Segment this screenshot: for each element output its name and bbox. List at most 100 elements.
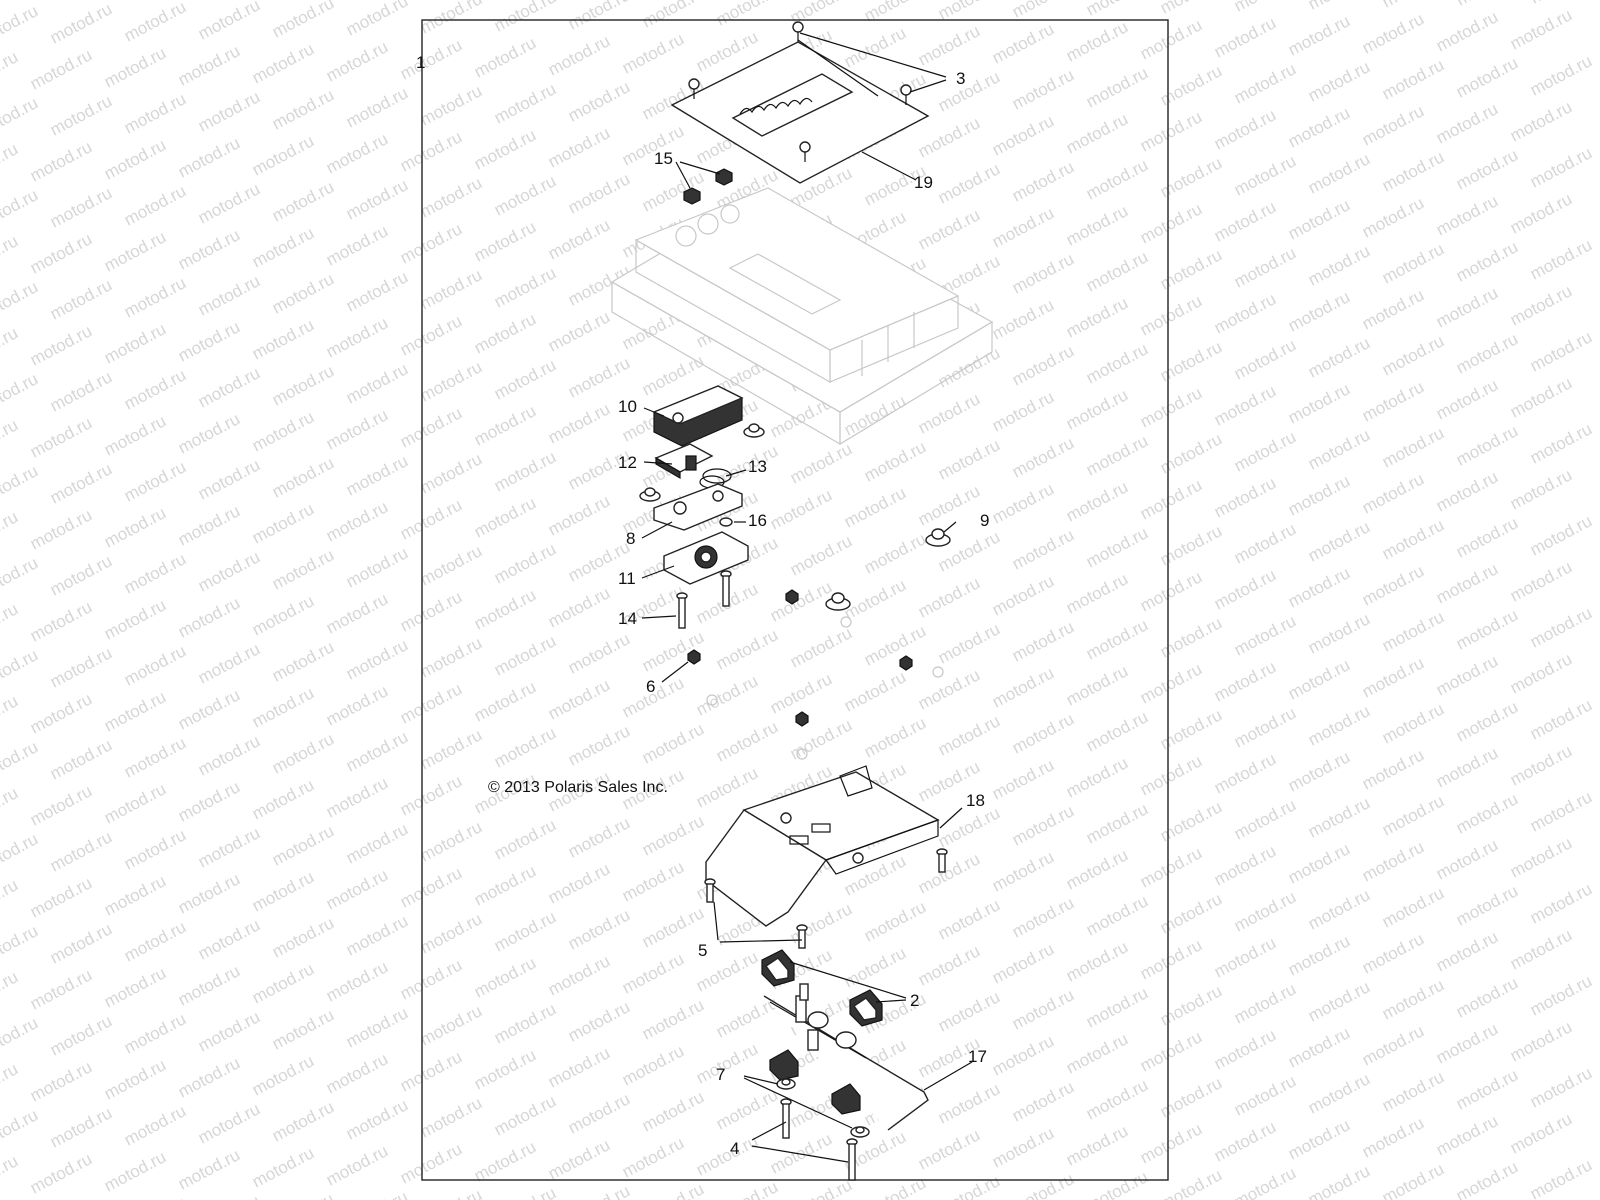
watermark-text: motod.ru bbox=[1157, 1073, 1225, 1121]
watermark-text: motod.ru bbox=[1211, 13, 1279, 61]
watermark-text: motod.ru bbox=[545, 1135, 613, 1183]
watermark-text: motod.ru bbox=[491, 79, 559, 127]
watermark-text: motod.ru bbox=[47, 459, 115, 507]
watermark-text: motod.ru bbox=[1063, 661, 1131, 709]
watermark-text: motod.ru bbox=[767, 1129, 835, 1177]
watermark-text: motod.ru bbox=[693, 763, 761, 811]
watermark-text: motod.ru bbox=[1157, 429, 1225, 477]
watermark-text: motod.ru bbox=[1137, 935, 1205, 983]
watermark-text: motod.ru bbox=[713, 1085, 781, 1133]
watermark-text: motod.ru bbox=[195, 731, 263, 779]
watermark-text: motod.ru bbox=[175, 501, 243, 549]
callout-18: 18 bbox=[966, 791, 985, 810]
watermark-text: motod.ru bbox=[1137, 1119, 1205, 1167]
watermark-text: motod.ru bbox=[1453, 697, 1521, 745]
watermark-text: motod.ru bbox=[101, 503, 169, 551]
watermark-text: motod.ru bbox=[0, 691, 21, 739]
watermark-text: motod.ru bbox=[1083, 1167, 1151, 1200]
watermark-text: motod.ru bbox=[397, 863, 465, 911]
watermark-text: motod.ru bbox=[639, 903, 707, 951]
watermark-text: motod.ru bbox=[249, 131, 317, 179]
watermark-text: motod.ru bbox=[1359, 101, 1427, 149]
watermark-text: motod.ru bbox=[491, 0, 559, 36]
watermark-text: motod.ru bbox=[471, 309, 539, 357]
watermark-text: motod.ru bbox=[27, 597, 95, 645]
watermark-text: motod.ru bbox=[787, 531, 855, 579]
watermark-text: motod.ru bbox=[269, 1005, 337, 1053]
watermark-text: motod.ru bbox=[989, 939, 1057, 987]
callout-4: 4 bbox=[730, 1139, 739, 1158]
watermark-text: motod.ru bbox=[1285, 839, 1353, 887]
watermark-text: motod.ru bbox=[693, 1131, 761, 1179]
watermark-text: motod.ru bbox=[397, 35, 465, 83]
watermark-text: motod.ru bbox=[1231, 795, 1299, 843]
watermark-text: motod.ru bbox=[47, 919, 115, 967]
watermark-text: motod.ru bbox=[1379, 55, 1447, 103]
watermark-text: motod.ru bbox=[175, 869, 243, 917]
watermark-text: motod.ru bbox=[471, 585, 539, 633]
watermark-text: motod.ru bbox=[269, 913, 337, 961]
watermark-text: motod.ru bbox=[861, 437, 929, 485]
watermark-text: motod.ru bbox=[1063, 845, 1131, 893]
watermark-text: motod.ru bbox=[1009, 525, 1077, 573]
watermark-text: motod.ru bbox=[1433, 375, 1501, 423]
watermark-text: motod.ru bbox=[861, 529, 929, 577]
watermark-text: motod.ru bbox=[565, 997, 633, 1045]
watermark-text: motod.ru bbox=[417, 1001, 485, 1049]
watermark-text: motod.ru bbox=[471, 861, 539, 909]
watermark-text: motod.ru bbox=[1009, 249, 1077, 297]
watermark-text: motod.ru bbox=[397, 495, 465, 543]
watermark-text: motod.ru bbox=[323, 865, 391, 913]
watermark-text: motod.ru bbox=[565, 0, 633, 34]
watermark-text: motod.ru bbox=[1433, 835, 1501, 883]
watermark-text: motod.ru bbox=[1527, 1063, 1595, 1111]
watermark-text: motod.ru bbox=[767, 669, 835, 717]
watermark-text: motod.ru bbox=[1359, 929, 1427, 977]
watermark-text: motod.ru bbox=[713, 625, 781, 673]
watermark-text: motod.ru bbox=[0, 921, 41, 969]
watermark-text: motod.ru bbox=[1063, 201, 1131, 249]
watermark-text: motod.ru bbox=[639, 351, 707, 399]
watermark-text: motod.ru bbox=[397, 311, 465, 359]
watermark-text: motod.ru bbox=[1231, 243, 1299, 291]
watermark-text: motod.ru bbox=[989, 111, 1057, 159]
watermark-text: motod.ru bbox=[471, 1137, 539, 1185]
watermark-text: motod.ru bbox=[1453, 1065, 1521, 1113]
watermark-text: motod.ru bbox=[1009, 1169, 1077, 1200]
watermark-text: motod.ru bbox=[1231, 427, 1299, 475]
callout-3: 3 bbox=[956, 69, 965, 88]
watermark-text: motod.ru bbox=[397, 1047, 465, 1095]
watermark-text: motod.ru bbox=[1507, 1017, 1575, 1065]
watermark-text: motod.ru bbox=[417, 817, 485, 865]
watermark-text: motod.ru bbox=[121, 549, 189, 597]
watermark-text: motod.ru bbox=[0, 553, 41, 601]
watermark-text: motod.ru bbox=[343, 1003, 411, 1051]
watermark-text: motod.ru bbox=[343, 0, 411, 40]
watermark-text: motod.ru bbox=[1083, 523, 1151, 571]
watermark-text: motod.ru bbox=[1285, 1115, 1353, 1163]
watermark-text: motod.ru bbox=[841, 23, 909, 71]
watermark-text: motod.ru bbox=[1359, 469, 1427, 517]
watermark-text: motod.ru bbox=[1157, 245, 1225, 293]
watermark-text: motod.ru bbox=[121, 89, 189, 137]
watermark-text: motod.ru bbox=[1137, 659, 1205, 707]
watermark-text: motod.ru bbox=[1063, 753, 1131, 801]
watermark-text: motod.ru bbox=[935, 1171, 1003, 1200]
watermark-text: motod.ru bbox=[1211, 749, 1279, 797]
watermark-text: motod.ru bbox=[565, 1181, 633, 1200]
watermark-text: motod.ru bbox=[269, 545, 337, 593]
watermark-text: motod.ru bbox=[861, 0, 929, 26]
watermark-text: motod.ru bbox=[195, 179, 263, 227]
watermark-text: motod.ru bbox=[1507, 97, 1575, 145]
watermark-text: motod.ru bbox=[619, 949, 687, 997]
watermark-text: motod.ru bbox=[121, 273, 189, 321]
watermark-text: motod.ru bbox=[175, 1145, 243, 1193]
leader-lines-3 bbox=[797, 32, 947, 97]
watermark-text: motod.ru bbox=[1285, 379, 1353, 427]
watermark-text: motod.ru bbox=[397, 587, 465, 635]
watermark-text: motod.ru bbox=[1211, 105, 1279, 153]
watermark-text: motod.ru bbox=[491, 723, 559, 771]
watermark-text: motod.ru bbox=[915, 1125, 983, 1173]
watermark-text: motod.ru bbox=[101, 227, 169, 275]
watermark-text: motod.ru bbox=[713, 717, 781, 765]
